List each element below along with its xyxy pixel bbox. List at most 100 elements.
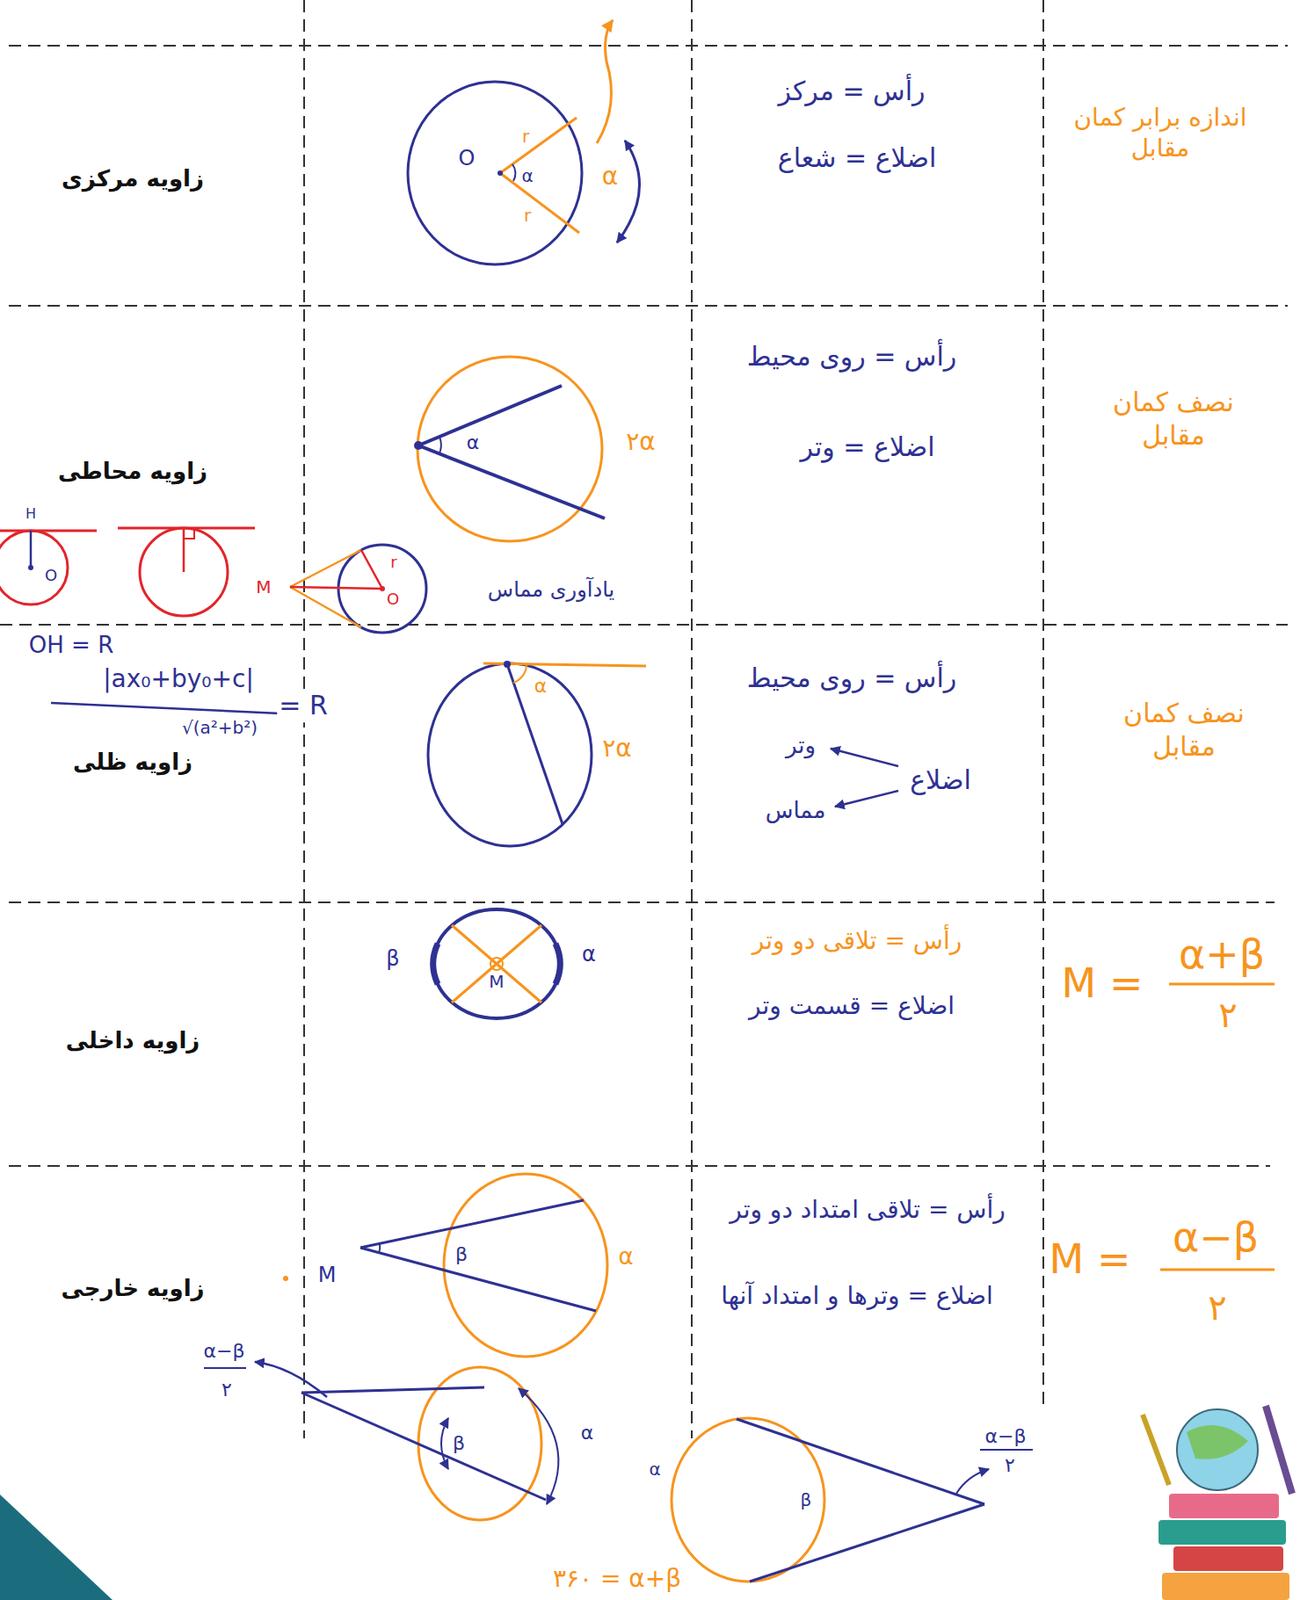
arc-label: β: [385, 945, 400, 973]
tangent-line: [117, 527, 255, 531]
angle-arc: [378, 1243, 380, 1254]
arc-label: α: [617, 1242, 633, 1272]
formula-text: OH = R: [29, 631, 114, 661]
dot-mark: [283, 1276, 289, 1282]
pencil: [1142, 1415, 1170, 1486]
measure-text: α−β: [1172, 1212, 1259, 1264]
tangent-line: [749, 1504, 985, 1583]
point-label: M: [488, 971, 504, 994]
pointer-arrow: [830, 748, 899, 767]
book: [1158, 1520, 1286, 1546]
center-dot: [379, 586, 385, 592]
angle-label: α: [521, 165, 533, 188]
formula-text: √(a²+b²): [181, 717, 258, 740]
angle-label: α: [466, 430, 480, 456]
arc-label: α: [602, 160, 618, 192]
angle-name: زاویه داخلی: [65, 1026, 201, 1056]
radius-line: [182, 528, 186, 573]
radius-line: [500, 117, 577, 174]
definition-text: رأس = روی محیط: [747, 340, 958, 374]
book: [1173, 1546, 1284, 1572]
globe: [1176, 1409, 1258, 1491]
center-line: [290, 587, 383, 589]
measure-text: ۲: [1207, 1285, 1227, 1330]
definition-text: مماس: [765, 796, 827, 826]
arc-label: β: [455, 1242, 468, 1268]
circle-outline: [407, 81, 582, 265]
arc-arrow: [518, 1388, 559, 1505]
radius-line: [361, 550, 383, 589]
right-angle-mark: [183, 528, 195, 539]
chord-line: [418, 385, 562, 446]
definition-text: رأس = تلاقی امتداد دو وتر: [700, 1194, 1035, 1226]
table-grid: [0, 0, 1288, 1439]
angle-name: زاویه مرکزی: [61, 164, 204, 194]
book: [1162, 1573, 1290, 1600]
tangent-line: [0, 530, 97, 533]
pencil: [1265, 1406, 1293, 1495]
pointer-arrow: [596, 20, 613, 144]
chord-line: [418, 445, 605, 519]
fraction-bar: [980, 1449, 1033, 1452]
definition-text: وتر: [785, 731, 816, 761]
measure-text: نصف کمان مقابل: [1085, 385, 1262, 452]
arc-arrow: [617, 140, 640, 243]
fraction-bar: [203, 1367, 247, 1370]
measure-text: نصف کمان مقابل: [1096, 697, 1272, 763]
angle-name: زاویه محاطی: [58, 457, 208, 487]
angle-arc: [512, 164, 516, 182]
arc-highlight: [433, 944, 438, 985]
pointer-arrow: [835, 791, 899, 807]
definition-text: رأس = روی محیط: [747, 661, 958, 696]
arc-label: ۲α: [602, 733, 632, 764]
chord-line: [507, 664, 563, 825]
point-label: O: [44, 566, 58, 587]
measure-text: اندازه برابر کمان مقابل: [1059, 101, 1262, 164]
point-label: O: [386, 589, 400, 611]
center-dot: [497, 170, 503, 176]
note-text: یادآوری مماس: [487, 576, 615, 603]
fraction-bar: [1169, 983, 1275, 987]
radius-label: r: [390, 552, 397, 574]
tangent-line: [290, 587, 362, 628]
angle-name: زاویه خارجی: [60, 1274, 204, 1304]
radius-label: r: [523, 204, 531, 227]
definition-text: اضلاع = وترها و امتداد آنها: [711, 1280, 1003, 1312]
globe-land: [1186, 1425, 1249, 1460]
arc-label: α: [648, 1459, 661, 1482]
vertex-dot: [503, 660, 511, 669]
vertex-dot: [413, 441, 423, 451]
circle-outline: [417, 356, 603, 542]
tangent-line: [736, 1419, 985, 1505]
circle-outline: [139, 528, 228, 617]
measure-text: ۲: [1218, 993, 1237, 1038]
note-text: ۳۶۰ = α+β: [552, 1563, 682, 1595]
fraction-bar: [50, 703, 281, 714]
circle-outline: [433, 909, 560, 1019]
point-label: O: [458, 145, 476, 172]
formula-text: |ax₀+by₀+c|: [102, 663, 255, 695]
measure-text: M =: [1061, 958, 1144, 1010]
definition-text: رأس = تلاقی دو وتر: [752, 925, 963, 957]
chord-line: [451, 925, 542, 1003]
arc-label: α: [581, 941, 596, 968]
angle-name: زاویه ظلی: [72, 748, 193, 778]
point-label: M: [318, 1262, 337, 1289]
corner-triangle: [0, 1495, 113, 1600]
measure-text: α+β: [1178, 929, 1265, 981]
angle-label: α−β: [203, 1339, 246, 1365]
arc-label: ۲α: [625, 426, 656, 458]
radius-label: r: [522, 125, 530, 148]
definition-text: اضلاع: [909, 763, 972, 798]
circle-outline: [418, 1367, 542, 1521]
secant-line: [360, 1248, 596, 1312]
circle-outline: [0, 530, 68, 605]
secant-line: [360, 1200, 584, 1249]
grid-line: [8, 1165, 1271, 1168]
point-label: M: [255, 576, 271, 599]
circle-outline: [428, 663, 592, 847]
arc-label: β: [452, 1431, 465, 1457]
fraction-bar: [1160, 1269, 1275, 1272]
grid-line: [8, 44, 1288, 47]
